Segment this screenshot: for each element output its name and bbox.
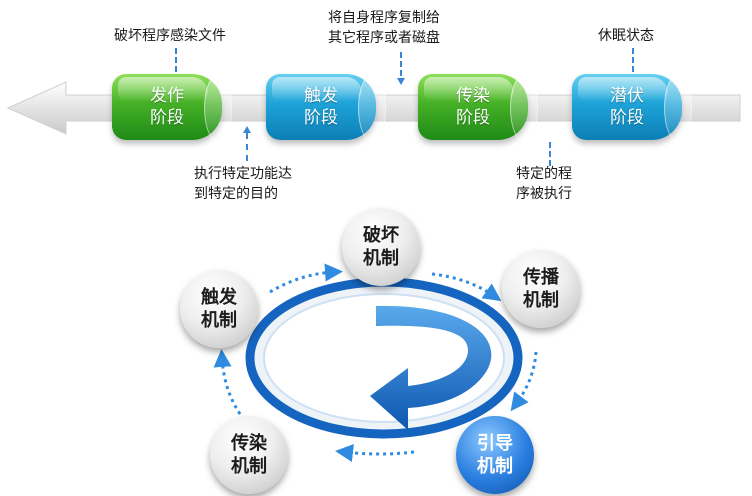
- flow-connector: [510, 351, 538, 412]
- mechanism-destroy: 破坏 机制: [342, 208, 420, 286]
- connector: [175, 48, 177, 72]
- mechanism-label: 破坏 机制: [363, 225, 399, 269]
- stage-infection: 传染 阶段: [418, 74, 538, 142]
- caption-infection-trigger: 特定的程 序被执行: [516, 166, 572, 202]
- connector: [246, 133, 248, 161]
- mechanism-label: 传染 机制: [231, 433, 267, 477]
- caption-trigger: 执行特定功能达 到特定的目的: [194, 166, 292, 202]
- mechanism-label: 触发 机制: [201, 287, 237, 331]
- stage-trigger: 触发 阶段: [266, 74, 386, 142]
- mechanism-label: 传播 机制: [523, 267, 559, 311]
- cycle-diagram: [213, 263, 538, 462]
- caption-attack: 破坏程序感染文件: [114, 28, 226, 44]
- stage-dormant: 潜伏 阶段: [572, 74, 692, 142]
- stage-attack: 发作 阶段: [112, 74, 232, 142]
- mechanism-label: 引导 机制: [477, 433, 513, 477]
- connector-arrow-icon: [397, 78, 405, 85]
- connector-arrow-icon: [243, 126, 251, 133]
- mechanism-infect: 传染 机制: [210, 416, 288, 494]
- mechanism-trigger: 触发 机制: [180, 270, 258, 348]
- cycle-arrow-icon: [370, 305, 492, 430]
- flow-connector: [213, 349, 242, 415]
- caption-infection: 将自身程序复制给 其它程序或者磁盘: [328, 10, 440, 46]
- connector: [632, 48, 634, 72]
- connector: [549, 142, 551, 166]
- flow-connector: [335, 444, 415, 462]
- caption-dormant: 休眠状态: [598, 28, 654, 44]
- connector: [400, 52, 402, 76]
- mechanism-spread: 传播 机制: [502, 250, 580, 328]
- mechanism-boot: 引导 机制: [456, 416, 534, 494]
